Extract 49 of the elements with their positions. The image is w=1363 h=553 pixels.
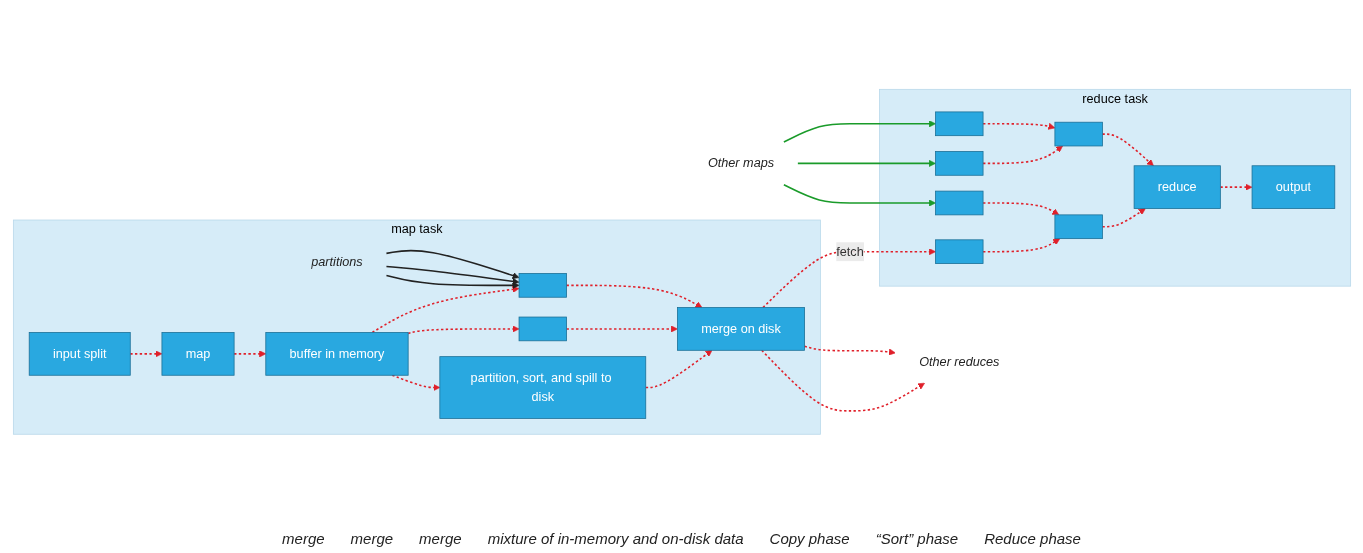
arrow	[981, 202, 1059, 216]
arrow	[385, 265, 519, 285]
note-label: “Sort” phase	[875, 530, 959, 547]
node-text: partitions	[310, 255, 363, 269]
arrow	[128, 350, 162, 358]
node-box	[934, 151, 983, 176]
node-box: partition, sort, and spill to disk	[438, 356, 646, 419]
arrow	[385, 274, 519, 290]
node-box	[518, 316, 567, 342]
node-box	[1054, 214, 1103, 240]
arrow	[796, 160, 936, 168]
arrow	[565, 284, 702, 309]
note-label: Reduce phase	[984, 530, 1081, 547]
node-box: buffer in memory	[264, 332, 409, 376]
node-box	[1054, 122, 1103, 147]
arrow	[1219, 183, 1252, 191]
note-label: mixture of in-memory and on-disk data	[487, 530, 744, 547]
arrow	[981, 238, 1060, 253]
arrow	[644, 350, 712, 389]
arrow	[1101, 208, 1146, 228]
edge-label: fetch	[835, 244, 864, 259]
arrow	[782, 120, 936, 143]
node-box	[934, 111, 983, 137]
arrow	[760, 349, 925, 412]
note-label: Copy phase	[769, 530, 850, 547]
arrow	[1101, 133, 1154, 167]
node-text: Other reduces	[918, 354, 999, 369]
arrow	[981, 145, 1063, 165]
note-label: merge	[350, 530, 394, 547]
node-box: reduce	[1133, 165, 1221, 210]
arrow	[803, 345, 896, 356]
arrow	[406, 325, 519, 335]
arrow	[385, 249, 519, 280]
arrow	[371, 286, 519, 334]
node-box	[934, 239, 983, 265]
node-text: Other maps	[707, 156, 774, 170]
note-label: merge	[419, 530, 462, 547]
node-box: output	[1251, 165, 1335, 210]
arrow	[232, 350, 266, 358]
node-box: input split	[28, 332, 131, 376]
node-box	[934, 190, 983, 216]
node-box: merge on disk	[676, 307, 805, 351]
node-box: map	[161, 332, 234, 376]
arrow	[565, 325, 678, 333]
arrow	[782, 184, 936, 207]
arrow	[981, 123, 1055, 130]
arrow	[761, 248, 936, 309]
note-label: merge	[282, 530, 325, 547]
node-box	[518, 273, 567, 298]
